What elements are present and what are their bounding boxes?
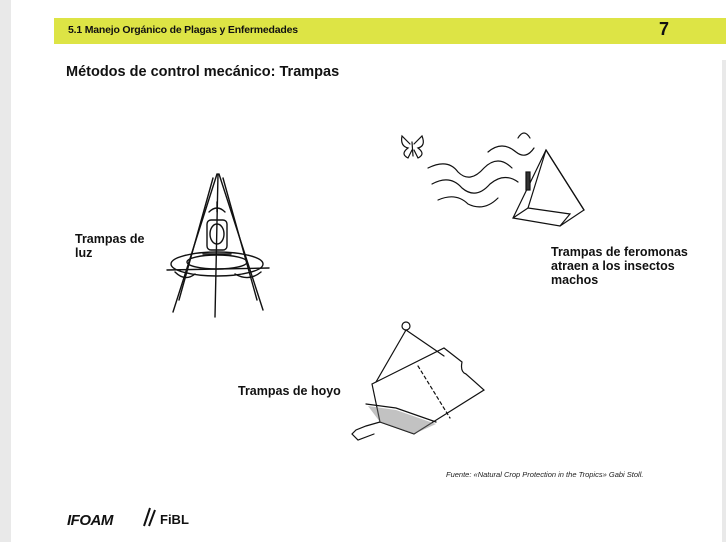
caption-pheromone-traps: Trampas de feromonas atraen a los insect… (551, 245, 688, 287)
page-number: 7 (658, 19, 669, 39)
fibl-logo-mark (143, 507, 156, 527)
light-trap-illustration (166, 173, 270, 318)
caption-light-traps: Trampas de luz (75, 232, 145, 260)
source-citation: Fuente: «Natural Crop Protection in the … (446, 470, 644, 479)
section-title: 5.1 Manejo Orgánico de Plagas y Enfermed… (68, 24, 298, 36)
caption-pit-traps: Trampas de hoyo (238, 384, 341, 398)
pheromone-trap-illustration (401, 132, 585, 227)
slide-header-bar: 5.1 Manejo Orgánico de Plagas y Enfermed… (54, 18, 726, 44)
ifoam-logo: IFOAM (67, 512, 113, 529)
slide-title: Métodos de control mecánico: Trampas (66, 64, 340, 80)
pit-trap-illustration (351, 321, 485, 441)
right-margin-bar (722, 60, 726, 542)
butterfly-icon (401, 134, 424, 159)
fibl-logo: FiBL (160, 512, 189, 527)
left-margin-bar (0, 0, 11, 542)
